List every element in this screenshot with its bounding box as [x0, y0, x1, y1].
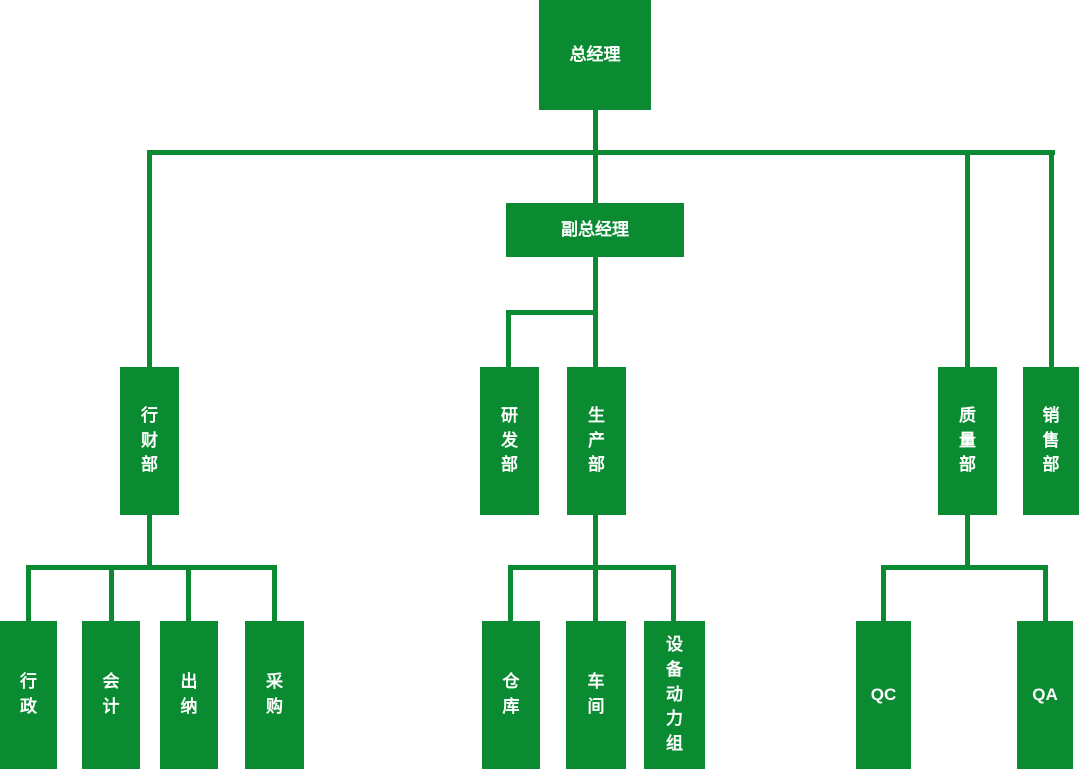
org-node-procurement: 采购 [245, 621, 304, 769]
org-node-qa: QA [1017, 621, 1073, 769]
connector-admin-finance-horizontal [26, 565, 277, 570]
org-node-label: 行财部 [141, 406, 158, 475]
org-node-production-dept: 生产部 [567, 367, 626, 515]
connector-drop-sales [1049, 150, 1054, 367]
org-node-label: 采购 [266, 672, 283, 716]
org-node-label: 行政 [20, 672, 37, 716]
org-node-label: QA [1032, 684, 1058, 704]
connector-gm-to-deputy [593, 110, 598, 203]
connector-quality-horizontal [881, 565, 1048, 570]
org-node-label: 设备动力组 [666, 635, 683, 753]
connector-drop-quality [965, 150, 970, 367]
org-node-label: 出纳 [180, 672, 198, 716]
org-node-label: 仓库 [502, 672, 520, 716]
org-node-cashier: 出纳 [160, 621, 218, 769]
connector-drop-admin [26, 565, 31, 621]
org-node-label: 销售部 [1042, 406, 1060, 475]
org-node-label: 研发部 [501, 406, 518, 475]
org-node-label: 总经理 [569, 44, 621, 64]
connector-drop-equipment-power [671, 565, 676, 621]
org-node-qc: QC [856, 621, 911, 769]
org-node-general-manager: 总经理 [539, 0, 651, 110]
org-node-label: 生产部 [588, 406, 605, 475]
org-node-label: 会计 [102, 672, 120, 716]
connector-drop-accounting [109, 565, 114, 621]
connector-quality-down [965, 515, 970, 570]
connector-drop-cashier [186, 565, 191, 621]
connector-drop-procurement [272, 565, 277, 621]
connector-drop-qa [1043, 565, 1048, 621]
connector-drop-workshop [593, 565, 598, 621]
connector-production-down [593, 515, 598, 570]
org-node-equipment-power-group: 设备动力组 [644, 621, 705, 769]
connector-admin-finance-down [147, 515, 152, 570]
org-node-label: 车间 [587, 672, 605, 716]
org-node-admin-finance-dept: 行财部 [120, 367, 179, 515]
connector-drop-admin-finance [147, 150, 152, 367]
connector-deputy-horizontal [506, 310, 598, 315]
org-node-label: 副总经理 [561, 219, 629, 239]
connector-drop-rnd [506, 310, 511, 367]
org-node-admin: 行政 [0, 621, 57, 769]
connector-level1-horizontal [147, 150, 1055, 155]
connector-drop-warehouse [508, 565, 513, 621]
connector-production-horizontal [508, 565, 674, 570]
org-node-deputy-general-manager: 副总经理 [506, 203, 684, 257]
org-node-label: 质量部 [959, 406, 976, 475]
org-node-sales-dept: 销售部 [1023, 367, 1079, 515]
connector-drop-qc [881, 565, 886, 621]
org-node-label: QC [870, 684, 897, 704]
org-node-accounting: 会计 [82, 621, 140, 769]
org-node-workshop: 车间 [566, 621, 626, 769]
org-node-warehouse: 仓库 [482, 621, 540, 769]
org-node-rnd-dept: 研发部 [480, 367, 539, 515]
org-node-quality-dept: 质量部 [938, 367, 997, 515]
